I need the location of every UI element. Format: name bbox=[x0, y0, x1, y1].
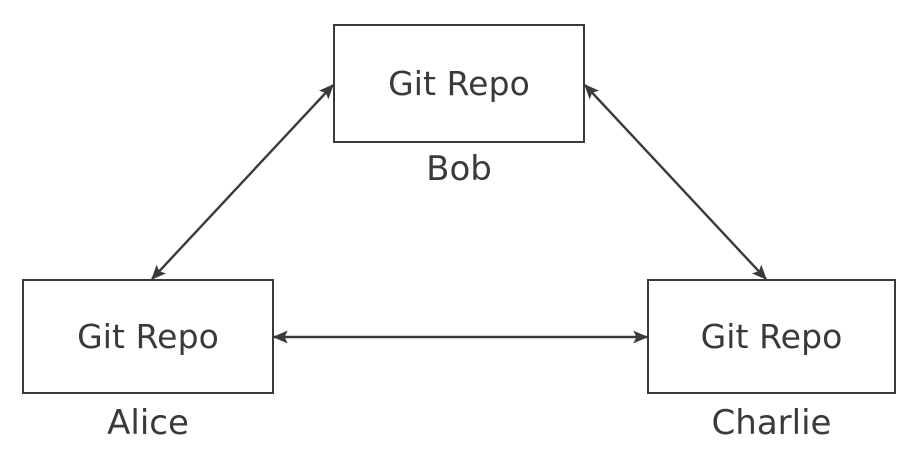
edge-alice-bob[interactable] bbox=[151, 84, 334, 280]
node-bob-label: Git Repo bbox=[388, 64, 530, 103]
edge-bob-charlie[interactable] bbox=[584, 84, 767, 280]
node-bob[interactable]: Git Repo bbox=[333, 24, 585, 143]
node-alice-caption: Alice bbox=[107, 403, 189, 443]
node-bob-caption: Bob bbox=[426, 149, 492, 189]
node-alice[interactable]: Git Repo bbox=[22, 279, 274, 394]
node-charlie-label: Git Repo bbox=[700, 317, 843, 356]
node-alice-label: Git Repo bbox=[77, 317, 219, 356]
node-charlie-caption: Charlie bbox=[711, 403, 832, 443]
node-charlie[interactable]: Git Repo bbox=[647, 279, 896, 394]
